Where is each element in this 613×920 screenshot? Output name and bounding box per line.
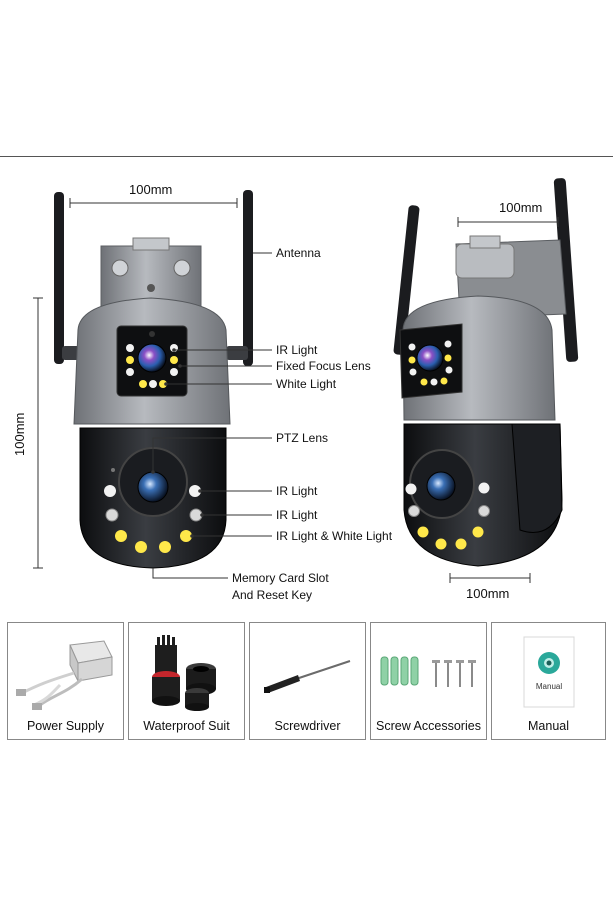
- dim-height-left: 100mm: [12, 412, 27, 456]
- accessory-waterproof-suit: Waterproof Suit: [128, 622, 245, 740]
- dim-top-right: 100mm: [499, 200, 543, 215]
- antenna-right: [243, 190, 253, 366]
- callout-fixed-focus-lens: Fixed Focus Lens: [276, 359, 371, 373]
- screws-icon: [380, 656, 476, 687]
- dim-bottom-right: 100mm: [466, 586, 510, 601]
- dim-top-left: 100mm: [129, 182, 173, 197]
- callout-ir-light-top: IR Light: [276, 343, 318, 357]
- manual-cover-text: Manual: [535, 682, 563, 691]
- screwdriver-icon: [264, 660, 351, 693]
- power-adapter-icon: [16, 640, 113, 710]
- accessory-label: Waterproof Suit: [143, 719, 230, 733]
- accessory-manual: Manual Manual: [491, 622, 606, 740]
- accessory-label: Manual: [528, 719, 569, 733]
- accessory-screw-accessories: Screw Accessories: [370, 622, 487, 740]
- callout-ir-light-2: IR Light: [276, 508, 318, 522]
- manual-icon: [523, 636, 575, 708]
- waterproof-kit-icon: [152, 635, 216, 711]
- callout-ir-white-light: IR Light & White Light: [276, 529, 393, 543]
- front-camera: [54, 190, 253, 569]
- accessory-power-supply: Power Supply: [7, 622, 124, 740]
- side-camera: [393, 178, 579, 567]
- top-divider-line: [0, 156, 613, 157]
- callout-white-light: White Light: [276, 377, 337, 391]
- dimension-lines: [33, 198, 559, 583]
- callout-reset-key: And Reset Key: [232, 588, 313, 602]
- callout-ir-light-1: IR Light: [276, 484, 318, 498]
- antenna-left: [54, 192, 64, 364]
- callout-leaders: [152, 252, 272, 579]
- callout-ptz-lens: PTZ Lens: [276, 431, 329, 445]
- accessory-label: Screwdriver: [274, 719, 341, 733]
- callout-memory-card-slot: Memory Card Slot: [232, 571, 329, 585]
- accessory-screwdriver: Screwdriver: [249, 622, 366, 740]
- camera-illustration: [33, 178, 579, 583]
- accessory-label: Screw Accessories: [376, 719, 481, 733]
- accessory-label: Power Supply: [26, 719, 105, 733]
- callout-antenna: Antenna: [276, 246, 321, 260]
